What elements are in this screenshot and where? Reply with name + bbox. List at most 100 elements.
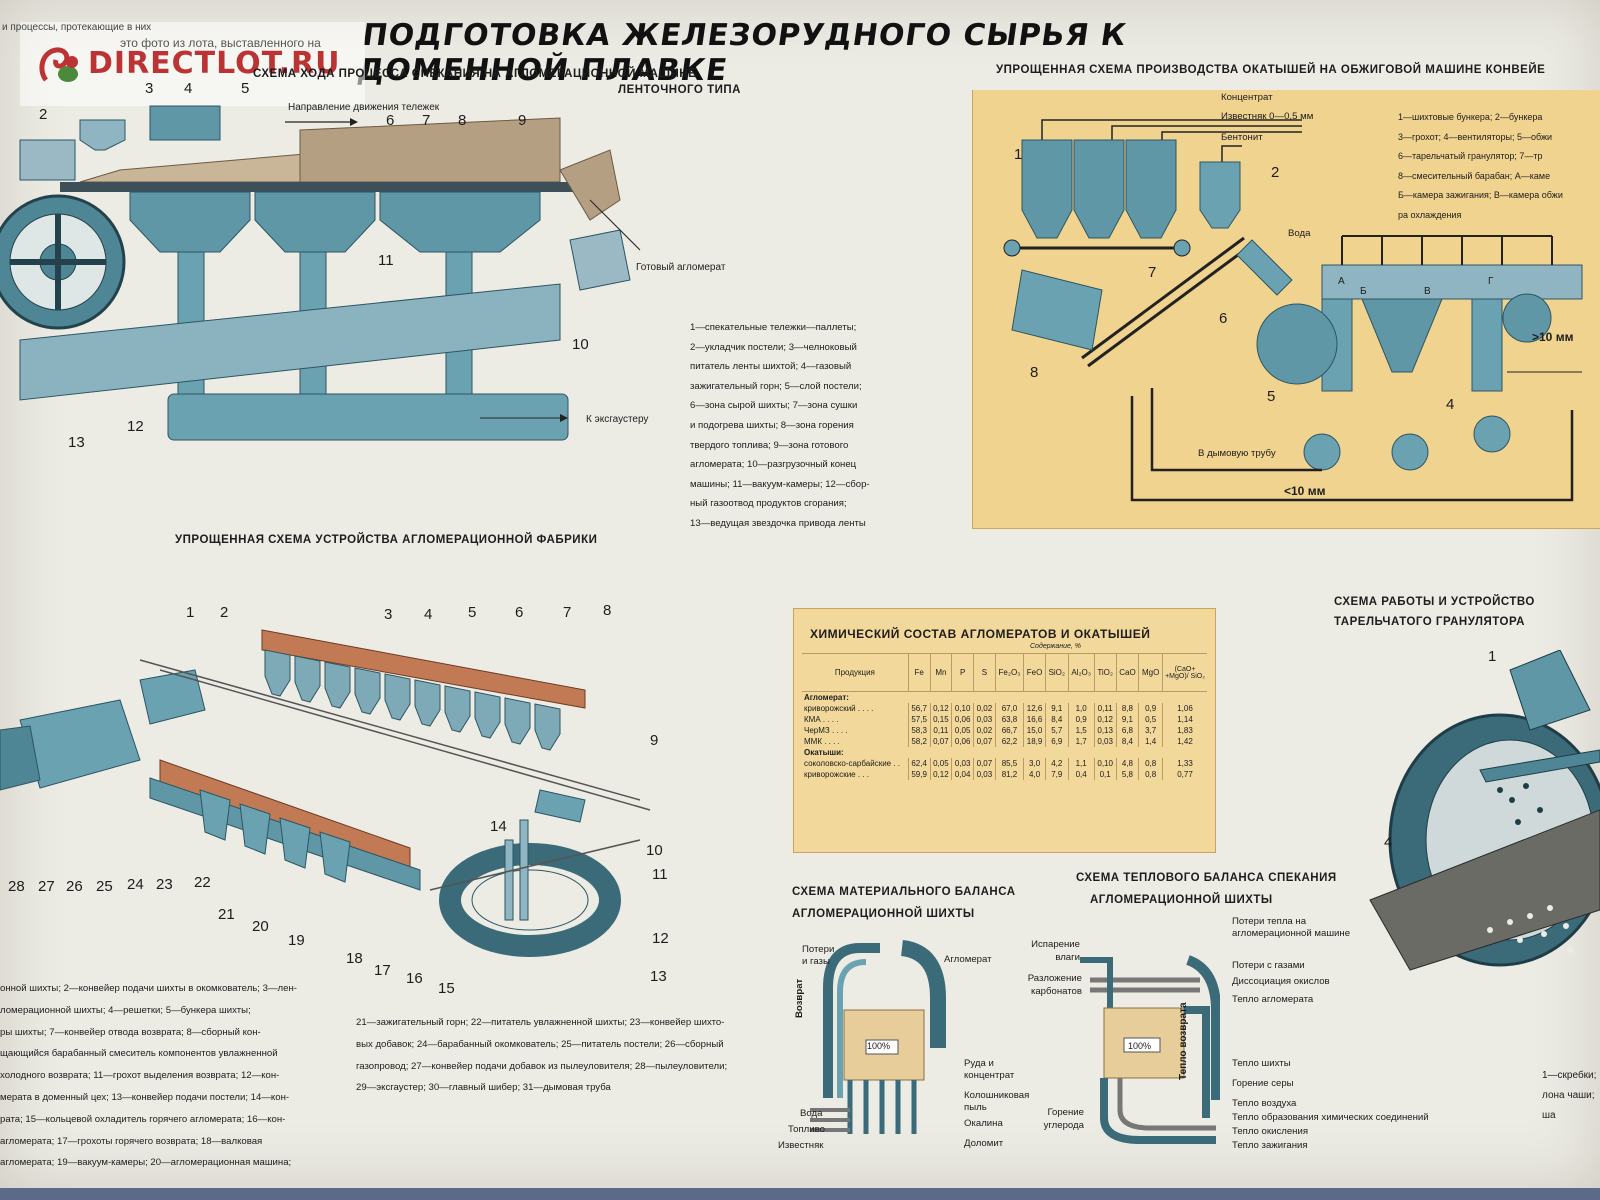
pellet-num-7: 7 xyxy=(1148,264,1157,281)
chem-value-cell: 0,12 xyxy=(929,703,952,714)
sinter-legend-line: 13—ведущая звездочка привода ленты xyxy=(690,517,866,529)
watermark-caption: это фото из лота, выставленного на xyxy=(120,36,321,50)
material-dust-label: Колошниковая пыль xyxy=(964,1090,1030,1113)
chem-value-cell: 1,5 xyxy=(1067,725,1095,736)
pellet-scheme-title: УПРОЩЕННАЯ СХЕМА ПРОИЗВОДСТВА ОКАТЫШЕЙ Н… xyxy=(996,64,1546,76)
heat-balance-center: 100% xyxy=(1128,1041,1152,1051)
pellet-legend-line: 1—шихтовые бункера; 2—бункера xyxy=(1398,112,1543,122)
chem-value-cell: 0,02 xyxy=(973,725,996,736)
chem-table-grid: Продукция Fe Mn P S Fe₂O₃ FeO SiO₂ Al₂O₃… xyxy=(802,653,1207,780)
factory-num-10: 10 xyxy=(646,842,663,859)
chem-value-cell: 58,3 xyxy=(907,725,930,736)
chem-value-cell: 1,0 xyxy=(1067,703,1095,714)
chem-value-cell: 8,4 xyxy=(1115,736,1139,747)
squirrel-logo-icon xyxy=(39,47,78,82)
pellet-gt10-label: >10 мм xyxy=(1532,330,1574,344)
chem-value-cell: 1,4 xyxy=(1138,736,1163,747)
sinter-plant-drawing xyxy=(0,629,651,957)
chem-value-cell: 1,42 xyxy=(1162,736,1207,747)
granulator-title-1: СХЕМА РАБОТЫ И УСТРОЙСТВО xyxy=(1334,596,1535,608)
pellet-num-6: 6 xyxy=(1219,310,1228,327)
sinter-num-9: 9 xyxy=(518,112,527,129)
chem-group-label: Агломерат: xyxy=(804,693,849,702)
factory-legend-line: ломерационной шихты; 4—решетки; 5—бункер… xyxy=(0,1004,251,1016)
material-dolomite-label: Доломит xyxy=(964,1138,1004,1149)
chem-col-header: MgO xyxy=(1138,653,1163,692)
sinter-num-11: 11 xyxy=(378,252,394,269)
chem-value-cell: 9,1 xyxy=(1044,703,1069,714)
chem-value-cell: 1,83 xyxy=(1162,725,1207,736)
chem-value-cell: 0,12 xyxy=(929,769,952,780)
chem-value-cell: 0,03 xyxy=(973,769,996,780)
factory-legend-line: вых добавок; 24—барабанный окомкователь;… xyxy=(356,1038,724,1050)
chem-value-cell: 8,8 xyxy=(1115,703,1139,714)
chem-product-cell: КМА . . . . xyxy=(804,715,839,724)
sinter-num-13: 13 xyxy=(68,434,85,451)
factory-legend-right: 21—зажигательный горн; 22—питатель увлаж… xyxy=(356,1012,796,1099)
pellet-limestone-label: Известняк 0—0,5 мм xyxy=(1221,111,1314,122)
chem-value-cell: 8,4 xyxy=(1044,714,1069,725)
pellet-num-8: 8 xyxy=(1030,364,1039,381)
pellet-machine-drawing xyxy=(1003,119,1583,502)
factory-num-1: 1 xyxy=(186,604,195,621)
factory-num-28: 28 xyxy=(8,878,25,895)
heat-right-bottom-label: Тепло образования химических соединений xyxy=(1232,1112,1429,1123)
sinter-legend-line: и подогрева шихты; 8—зона горения xyxy=(690,419,854,431)
heat-right-top-label: Диссоциация окислов xyxy=(1232,976,1330,987)
watermark-brand: DIRECTLOT.RU xyxy=(88,46,341,81)
material-return-label: Возврат xyxy=(794,978,805,1018)
chem-col-header: Fe xyxy=(907,653,930,692)
chem-value-cell: 1,1 xyxy=(1067,758,1095,769)
chem-value-cell: 7,9 xyxy=(1044,769,1069,780)
chem-value-cell: 0,07 xyxy=(973,758,996,769)
chem-value-cell: 16,6 xyxy=(1023,714,1046,725)
chem-value-cell: 66,7 xyxy=(994,725,1024,736)
heat-return-label: Тепло возврата xyxy=(1178,1002,1189,1080)
pellet-bentonite-label: Бентонит xyxy=(1221,132,1263,143)
pellet-zone-a: А xyxy=(1338,276,1345,287)
chem-col-header: Al₂O₃ xyxy=(1067,653,1095,692)
sinter-legend-line: ный газоотвод продуктов сгорания; xyxy=(690,498,847,510)
pellet-zone-b: Б xyxy=(1360,286,1367,297)
factory-num-23: 23 xyxy=(156,876,173,893)
chem-product-cell: криворожские . . . xyxy=(804,770,869,779)
pellet-legend-line: 8—смесительный барабан; А—каме xyxy=(1398,170,1551,181)
sinter-machine-drawing xyxy=(0,105,641,441)
factory-legend-line: ры шихты; 7—конвейер отвода возврата; 8—… xyxy=(0,1026,261,1038)
sinter-scheme-title-1: СХЕМА ХОДА ПРОЦЕССА СПЕКАНИЯ НА АГЛОМЕРА… xyxy=(253,68,697,80)
factory-num-9: 9 xyxy=(650,732,659,749)
factory-num-8: 8 xyxy=(603,602,612,619)
pellet-num-2: 2 xyxy=(1271,164,1280,181)
chem-value-cell: 1,06 xyxy=(1162,703,1207,714)
chem-value-cell: 0,06 xyxy=(951,714,974,725)
chem-value-cell: 81,2 xyxy=(994,769,1024,780)
factory-num-25: 25 xyxy=(96,878,113,895)
chem-table-title: ХИМИЧЕСКИЙ СОСТАВ АГЛОМЕРАТОВ И ОКАТЫШЕЙ xyxy=(810,627,1151,641)
material-balance-title-1: СХЕМА МАТЕРИАЛЬНОГО БАЛАНСА xyxy=(792,886,1016,898)
pellet-legend-line: 3—грохот; 4—вентиляторы; 5—обжи xyxy=(1398,131,1553,142)
chem-table-header-row: Продукция Fe Mn P S Fe₂O₃ FeO SiO₂ Al₂O₃… xyxy=(802,653,1207,692)
sinter-legend-line: машины; 11—вакуум-камеры; 12—сбор- xyxy=(690,478,870,490)
factory-num-2: 2 xyxy=(220,604,229,621)
chem-col-header: S xyxy=(973,653,996,692)
heat-right-bottom-label: Тепло воздуха xyxy=(1232,1098,1297,1109)
chem-value-cell: 5,8 xyxy=(1115,769,1139,780)
heat-left-label: Испарение влаги xyxy=(1031,939,1080,963)
pellet-chimney-label: В дымовую трубу xyxy=(1198,448,1276,459)
chem-value-cell: 0,07 xyxy=(929,736,952,747)
chem-value-cell: 0,9 xyxy=(1138,703,1163,714)
chem-table-subheader: Содержание, % xyxy=(1030,643,1081,650)
material-losses-label: Потери и газы xyxy=(802,944,835,967)
granulator-legend-line: лона чаши; xyxy=(1542,1090,1595,1101)
factory-legend-left: онной шихты; 2—конвейер подачи шихты в о… xyxy=(0,978,340,1174)
chem-value-cell: 0,02 xyxy=(973,703,996,714)
factory-num-4: 4 xyxy=(424,606,433,623)
chem-value-cell: 58,2 xyxy=(907,736,930,747)
chem-value-cell: 1,7 xyxy=(1067,736,1095,747)
granulator-legend-line: ша xyxy=(1542,1110,1556,1121)
chem-value-cell: 6,9 xyxy=(1044,736,1069,747)
chem-col-header: CaO xyxy=(1115,653,1139,692)
